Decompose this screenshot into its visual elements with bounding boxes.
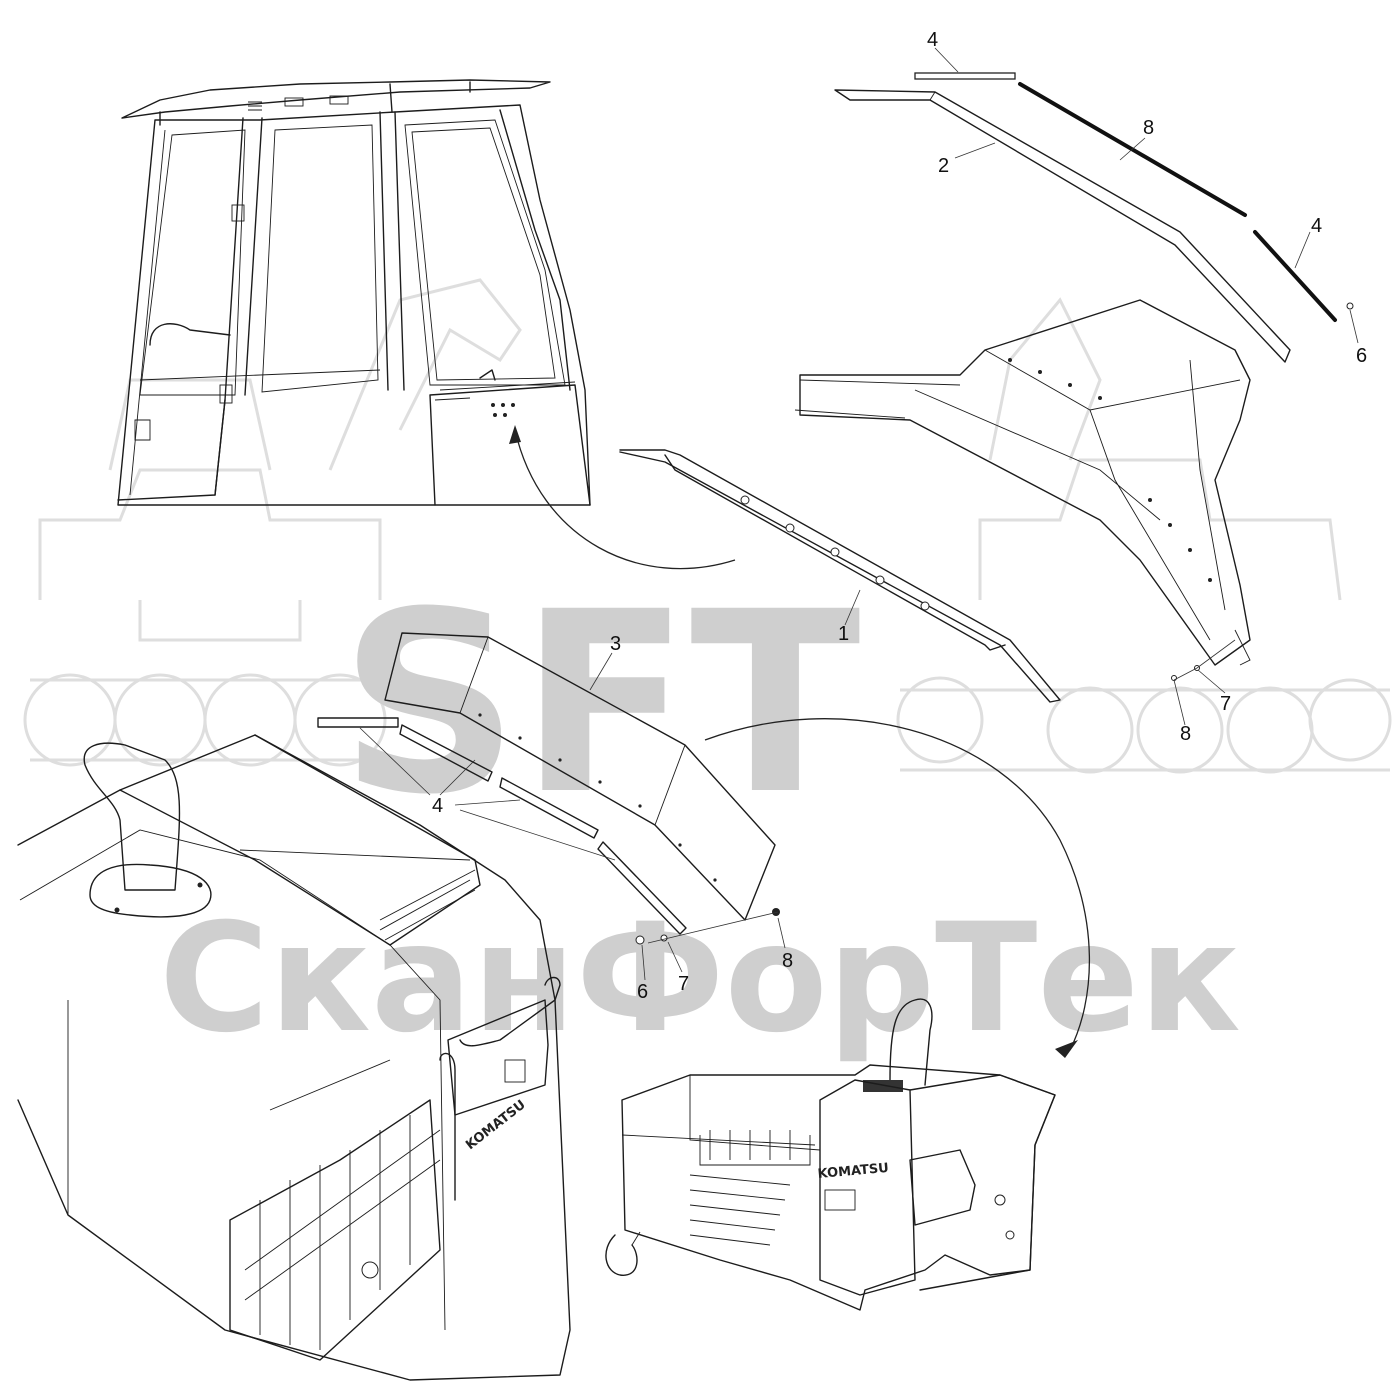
- callout-6-right: 6: [1356, 345, 1367, 367]
- callout-3: 3: [610, 633, 621, 655]
- fastener-8-lower: [772, 908, 780, 916]
- callout-7-lower: 7: [678, 973, 689, 995]
- callout-8-lower: 8: [782, 950, 793, 972]
- callout-5: 8: [1143, 117, 1154, 139]
- leader-arc-part1-to-cab: [514, 429, 736, 570]
- watermark-tractor-right: [896, 297, 1392, 774]
- callout-7-right: 7: [1220, 693, 1231, 715]
- machine-logo: KOMATSU: [817, 1161, 889, 1182]
- hood-panel-assembly: [794, 299, 1251, 666]
- part-4-seal-segments-upper: [914, 72, 1337, 322]
- arrowhead-cab: [509, 425, 521, 444]
- watermark-logo: SFT: [339, 558, 860, 849]
- fastener-7-lower: [660, 934, 668, 942]
- part-4-seal-segments-lower: [317, 717, 687, 935]
- callout-2: 2: [938, 155, 949, 177]
- watermark: SFT СканФорТек: [23, 278, 1392, 1066]
- fastener-6-right: [1346, 302, 1354, 310]
- fastener-6-lower: [635, 935, 645, 945]
- leader-arc-part3-to-machine: [704, 718, 1091, 1051]
- callout-4-top: 4: [927, 29, 938, 51]
- part-2-strip: [834, 89, 1291, 363]
- callout-4-right: 4: [1311, 215, 1322, 237]
- arrowhead-machine: [1055, 1040, 1078, 1058]
- callout-labels: 4 8 2 4 6 1 3 7 8 4 6 7 8: [432, 29, 1367, 1003]
- callout-6-lower: 6: [637, 981, 648, 1003]
- part-1-trim-strip: [619, 449, 1061, 703]
- callout-4-lower: 4: [432, 795, 443, 817]
- cab-assembly: [117, 79, 591, 506]
- leader-lines: [359, 47, 1359, 981]
- callout-1: 1: [838, 623, 849, 645]
- watermark-brand: СканФорТек: [159, 892, 1241, 1066]
- hood-logo: KOMATSU: [463, 1097, 528, 1153]
- watermark-tractor-left: [23, 278, 522, 767]
- callout-8-right: 8: [1180, 723, 1191, 745]
- machine-assembly: KOMATSU: [605, 998, 1056, 1311]
